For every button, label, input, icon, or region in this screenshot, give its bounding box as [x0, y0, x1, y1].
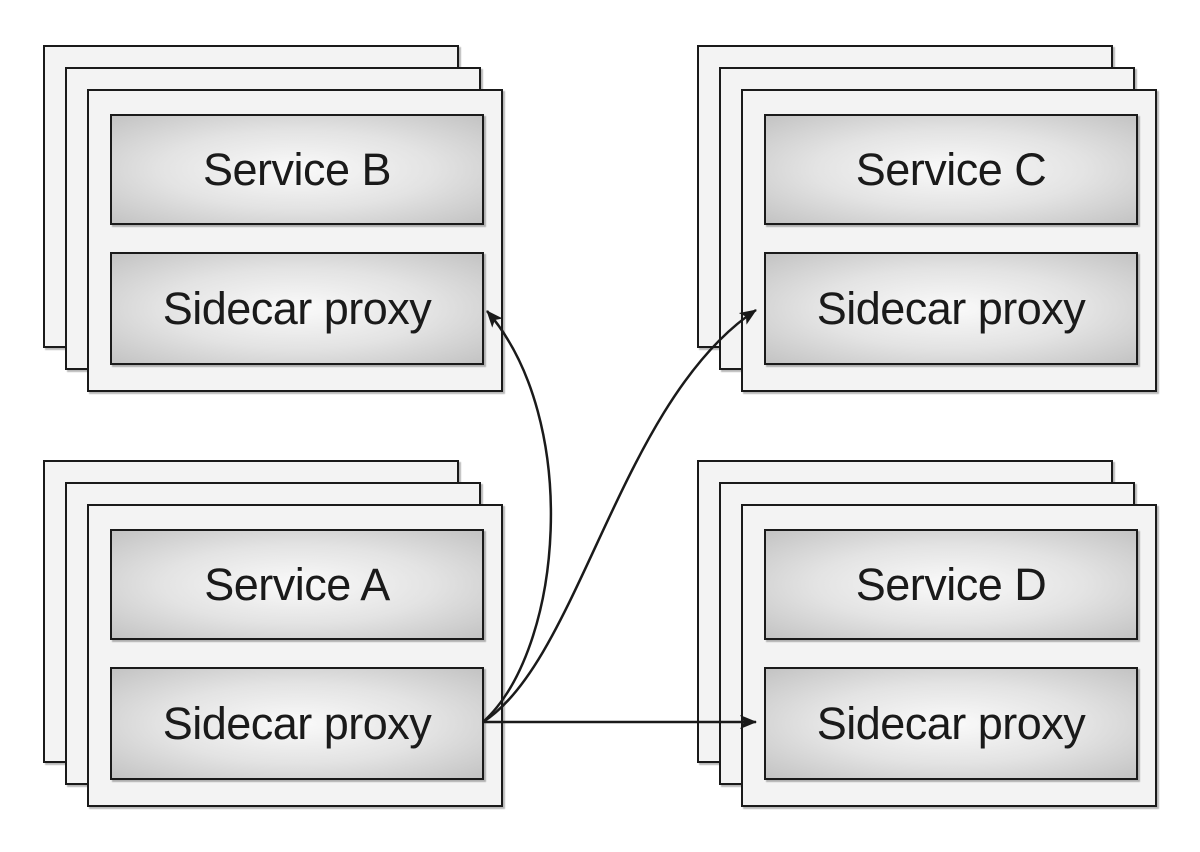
service-b-box: Service B: [110, 114, 484, 225]
service-b-instance-card-front: Service B Sidecar proxy: [87, 89, 503, 392]
service-d-label: Service D: [855, 558, 1047, 610]
service-b-label: Service B: [202, 143, 392, 195]
service-b-sidecar-proxy-box: Sidecar proxy: [110, 252, 484, 365]
service-c-label: Service C: [855, 143, 1047, 195]
service-a-stack: Service A Sidecar proxy: [43, 460, 503, 807]
service-a-sidecar-proxy-box: Sidecar proxy: [110, 667, 484, 780]
service-d-stack: Service D Sidecar proxy: [697, 460, 1157, 807]
service-c-instance-card-front: Service C Sidecar proxy: [741, 89, 1157, 392]
service-b-stack: Service B Sidecar proxy: [43, 45, 503, 392]
service-d-box: Service D: [764, 529, 1138, 640]
service-d-sidecar-proxy-label: Sidecar proxy: [816, 697, 1086, 749]
service-b-sidecar-proxy-label: Sidecar proxy: [162, 282, 432, 334]
service-a-label: Service A: [204, 558, 390, 610]
service-c-stack: Service C Sidecar proxy: [697, 45, 1157, 392]
service-c-sidecar-proxy-box: Sidecar proxy: [764, 252, 1138, 365]
service-a-instance-card-front: Service A Sidecar proxy: [87, 504, 503, 807]
service-c-box: Service C: [764, 114, 1138, 225]
service-d-sidecar-proxy-box: Sidecar proxy: [764, 667, 1138, 780]
service-a-sidecar-proxy-label: Sidecar proxy: [162, 697, 432, 749]
service-d-instance-card-front: Service D Sidecar proxy: [741, 504, 1157, 807]
service-c-sidecar-proxy-label: Sidecar proxy: [816, 282, 1086, 334]
service-a-box: Service A: [110, 529, 484, 640]
